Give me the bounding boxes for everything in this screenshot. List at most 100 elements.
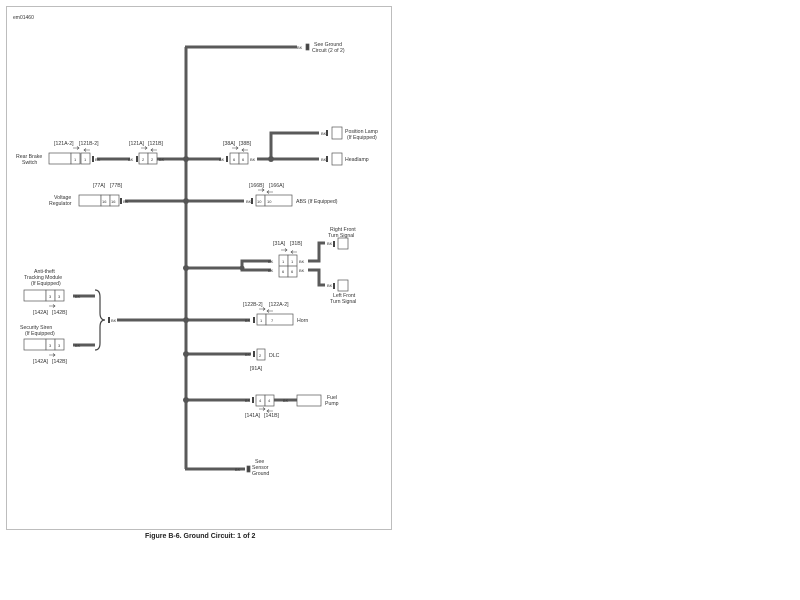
figure-caption: Figure B-6. Ground Circuit: 1 of 2 xyxy=(145,533,256,540)
wire-label-right-turn: BK xyxy=(327,241,333,246)
arrow-122a2 xyxy=(266,309,273,313)
pin-166b: 10 xyxy=(257,199,262,204)
terminal-166b xyxy=(251,198,253,204)
arrow-166a xyxy=(266,190,273,194)
wire-label-security-siren: BK xyxy=(75,343,81,348)
pin-142a-2: 3 xyxy=(49,343,52,348)
wire-label-31b-top: BK xyxy=(299,259,305,264)
connector-122a2-label: [122A-2] xyxy=(269,302,289,308)
terminal-sensor-ground xyxy=(246,465,251,473)
connector-91a-label: [91A] xyxy=(250,366,263,372)
label-security-siren-1: Security Siren xyxy=(20,325,52,331)
wire-label-dlc: BK xyxy=(245,352,251,357)
connector-166a-box xyxy=(264,194,293,207)
splice-horn xyxy=(183,317,189,323)
connector-121a2-label: [121A-2] xyxy=(54,141,74,147)
label-anti-theft-3: (If Equipped) xyxy=(31,281,61,287)
connector-121a-label: [121A] xyxy=(129,141,145,147)
splice-headlamp xyxy=(268,156,274,162)
wire-label-anti-theft: BK xyxy=(75,294,81,299)
connector-77a-label: [77A] xyxy=(93,183,106,189)
terminal-122b2 xyxy=(253,317,255,323)
label-position-lamp-2: (If Equipped) xyxy=(347,135,377,141)
connector-77b-label: [77B] xyxy=(110,183,123,189)
anti-theft-box xyxy=(23,289,47,302)
terminal-rear-brake xyxy=(92,156,94,162)
connector-38b-label: [38B] xyxy=(239,141,252,147)
arrow-121b2 xyxy=(83,148,90,152)
wire-label-121a: BK xyxy=(128,157,134,162)
arrow-121b xyxy=(150,148,157,152)
connector-38b-box xyxy=(238,152,249,165)
arrow-141a xyxy=(259,407,266,411)
arrow-121a xyxy=(141,146,148,150)
terminal-markers xyxy=(92,130,335,403)
pin-141a: 4 xyxy=(259,398,262,403)
splice-rear-brake xyxy=(183,156,189,162)
position-lamp-box xyxy=(331,126,343,140)
terminal-position-lamp xyxy=(326,130,328,136)
wire-label-141b: BK xyxy=(283,398,289,403)
wire-position-lamp xyxy=(269,131,319,159)
splice-voltage xyxy=(183,198,189,204)
wire-label-38a: BK xyxy=(219,157,225,162)
label-rear-brake-2: Switch xyxy=(22,160,37,166)
label-ground-top-1: See Ground xyxy=(314,42,342,48)
label-left-turn-1: Left Front xyxy=(333,293,356,299)
arrow-31a xyxy=(281,248,288,252)
label-fuel-pump-2: Pump xyxy=(325,401,339,407)
arrow-142-1 xyxy=(49,304,56,308)
arrow-166b xyxy=(258,188,265,192)
labels: BK See Ground Circuit (2 of 2) Rear Brak… xyxy=(16,42,378,477)
connector-142b-label-2: [142B] xyxy=(52,359,68,365)
pin-31a-bottom: 6 xyxy=(282,269,285,274)
label-right-turn-2: Turn Signal xyxy=(328,233,354,239)
pin-121b2: 1 xyxy=(84,157,87,162)
wire-label-121b: BK xyxy=(159,157,165,162)
label-anti-theft-2: Tracking Module xyxy=(24,275,62,281)
label-sensor-ground-1: See xyxy=(255,459,264,465)
pin-166a: 10 xyxy=(267,199,272,204)
headlamp-box xyxy=(331,152,343,166)
arrow-121a2 xyxy=(73,146,80,150)
ground-circuit-diagram: em01460 xyxy=(13,15,378,477)
connector-122a2-box xyxy=(265,313,294,326)
connector-121b2-label: [121B-2] xyxy=(79,141,99,147)
connector-142b-box-2 xyxy=(54,338,65,351)
connector-142a-label-1: [142A] xyxy=(33,310,49,316)
pin-142a-1: 3 xyxy=(49,294,52,299)
wire-label-77: BK xyxy=(123,199,129,204)
label-security-siren-2: (If Equipped) xyxy=(25,331,55,337)
label-voltage-regulator-2: Regulator xyxy=(49,201,72,207)
pin-31b-bottom: 6 xyxy=(291,269,294,274)
label-voltage-regulator-1: Voltage xyxy=(54,195,71,201)
pin-31a-top: 1 xyxy=(282,259,285,264)
pin-141b: 4 xyxy=(268,398,271,403)
label-rear-brake-1: Rear Brake xyxy=(16,154,42,160)
wire-label-rear-brake: BK xyxy=(95,157,101,162)
connector-121b-label: [121B] xyxy=(148,141,164,147)
wire-label-166b: BK xyxy=(246,199,252,204)
fuel-pump-box xyxy=(296,394,322,407)
wire-label-ground-top: BK xyxy=(297,45,303,50)
pin-122a2: 7 xyxy=(271,318,274,323)
connector-31a-label: [31A] xyxy=(273,241,286,247)
pin-31b-top: 1 xyxy=(291,259,294,264)
terminal-141a xyxy=(252,397,254,403)
terminal-121a xyxy=(136,156,138,162)
voltage-regulator-box xyxy=(78,194,102,207)
connector-121b-box xyxy=(147,152,158,165)
splice-turn-split xyxy=(239,265,245,271)
pin-121a2: 1 xyxy=(74,157,77,162)
terminal-right-turn xyxy=(333,241,335,247)
connector-38a-label: [38A] xyxy=(223,141,236,147)
terminal-left-turn xyxy=(333,283,335,289)
label-sensor-ground-2: Sensor xyxy=(252,465,269,471)
arrow-141b xyxy=(266,409,273,413)
label-right-turn-1: Right Front xyxy=(330,227,356,233)
wire-label-38b: BK xyxy=(250,157,256,162)
label-sensor-ground-3: Ground xyxy=(252,471,269,477)
connector-142a-label-2: [142A] xyxy=(33,359,49,365)
wire-label-bracket: BK xyxy=(111,318,117,323)
splice-fuel xyxy=(183,397,189,403)
